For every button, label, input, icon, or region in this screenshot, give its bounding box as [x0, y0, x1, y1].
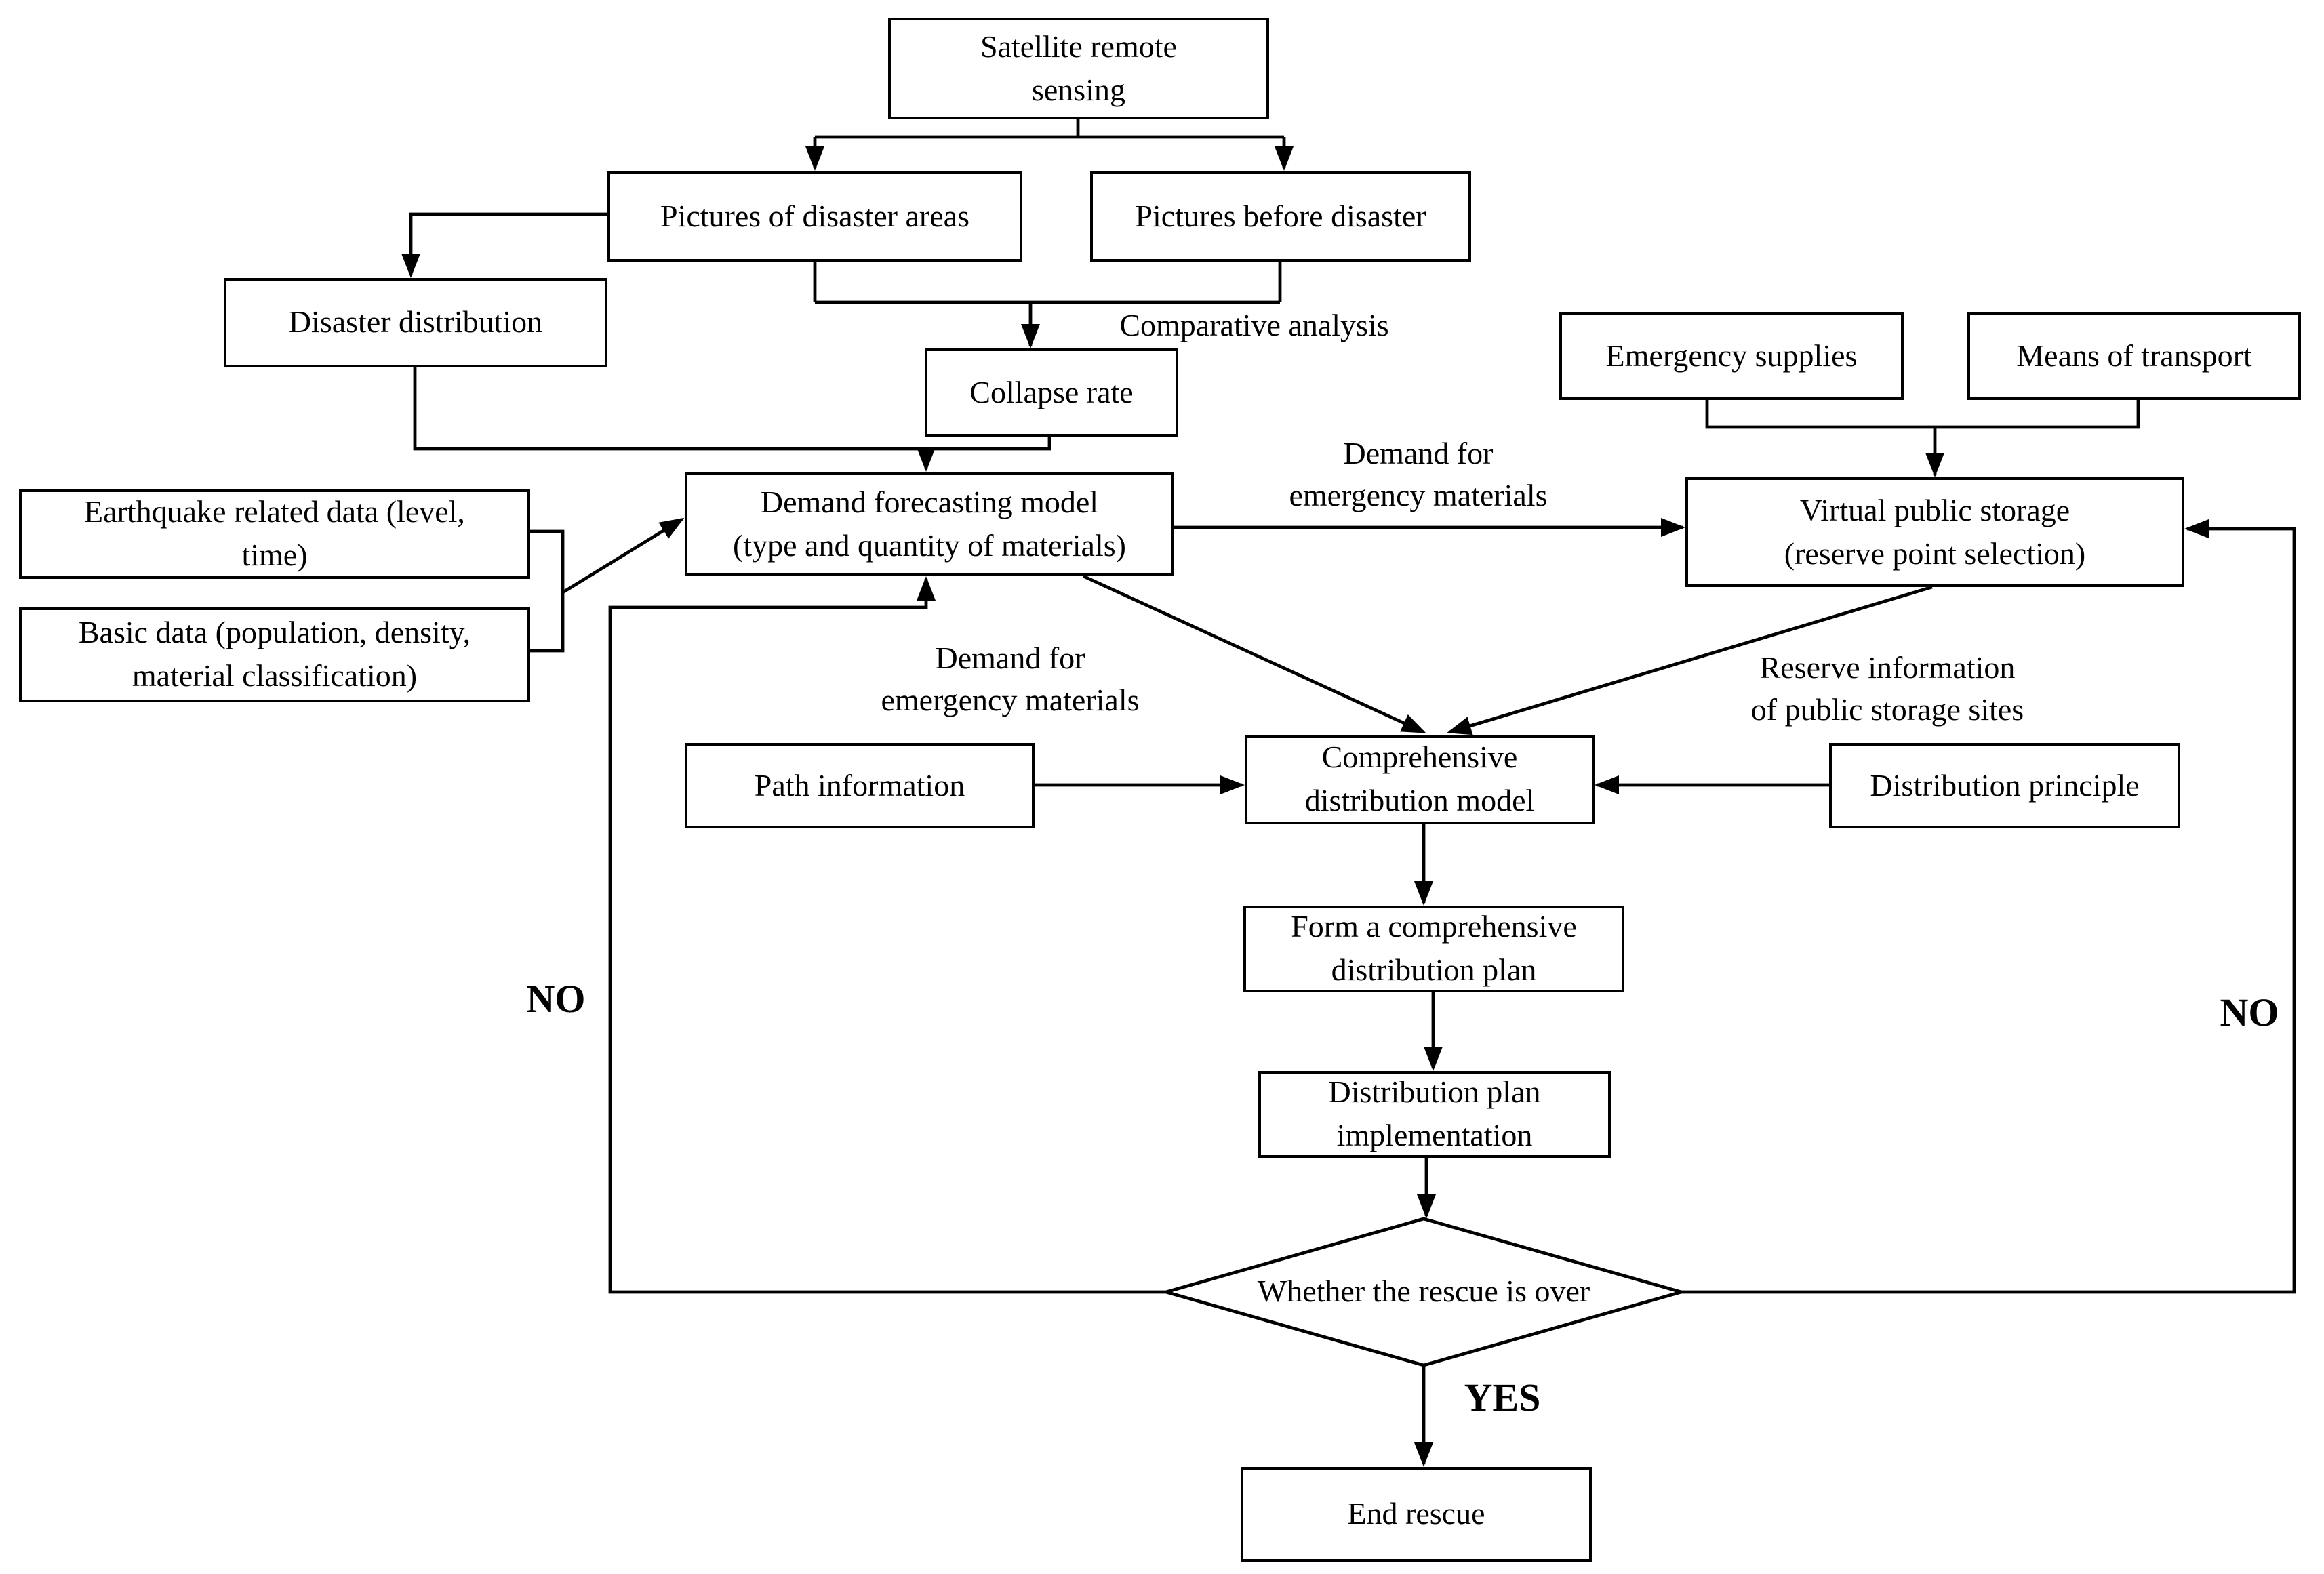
node-satellite-remote-sensing: Satellite remote sensing: [888, 18, 1269, 119]
node-label: Pictures before disaster: [1135, 199, 1426, 233]
edge-storage-diagonal: [1447, 585, 1933, 735]
node-label: Satellite remote sensing: [980, 29, 1177, 106]
node-label: Emergency supplies: [1605, 338, 1858, 373]
edge-label-demand-emergency-right: Demand for emergency materials: [1289, 436, 1548, 512]
edge-label-no-right: NO: [2220, 991, 2279, 1035]
node-label: Pictures of disaster areas: [660, 199, 969, 233]
edge-label-yes: YES: [1464, 1376, 1541, 1420]
node-means-of-transport: Means of transport: [1967, 312, 2301, 400]
node-label: Collapse rate: [969, 375, 1134, 409]
node-virtual-public-storage: Virtual public storage (reserve point se…: [1685, 477, 2184, 587]
node-demand-forecasting-model: Demand forecasting model (type and quant…: [685, 472, 1174, 576]
edge-pictures-to-disaster-distribution: [401, 212, 607, 278]
edge-label-no-left: NO: [526, 977, 586, 1022]
node-emergency-supplies: Emergency supplies: [1559, 312, 1904, 400]
node-collapse-rate: Collapse rate: [925, 348, 1178, 437]
node-end-rescue: End rescue: [1241, 1467, 1592, 1562]
edge-data-bracket: [529, 529, 565, 653]
node-path-information: Path information: [685, 743, 1035, 828]
node-label: Comprehensive distribution model: [1304, 740, 1535, 818]
node-label: Earthquake related data (level, time): [84, 495, 465, 572]
node-distribution-plan-implementation: Distribution plan implementation: [1258, 1071, 1611, 1158]
node-form-distribution-plan: Form a comprehensive distribution plan: [1243, 906, 1624, 992]
edge-collapse-elbow: [926, 437, 1051, 451]
node-distribution-principle: Distribution principle: [1829, 743, 2180, 828]
edge-disaster-distribution-elbow: [413, 367, 926, 451]
node-label: Distribution plan implementation: [1328, 1075, 1541, 1152]
node-label: Demand forecasting model (type and quant…: [733, 485, 1126, 562]
edge-data-to-demand: [561, 517, 685, 594]
node-pictures-of-disaster-areas: Pictures of disaster areas: [607, 171, 1022, 262]
node-label: Whether the rescue is over: [1257, 1274, 1590, 1309]
node-label: Means of transport: [2016, 338, 2252, 373]
edge-supplies-bracket: [1705, 400, 2140, 429]
edge-label-reserve-information: Reserve information of public storage si…: [1750, 650, 2024, 727]
node-label: Path information: [754, 768, 965, 803]
node-label: End rescue: [1347, 1497, 1485, 1531]
node-earthquake-related-data: Earthquake related data (level, time): [19, 489, 530, 579]
node-label: Distribution principle: [1870, 768, 2140, 803]
edge-no-right-loop: [1681, 519, 2296, 1294]
node-label: Form a comprehensive distribution plan: [1291, 910, 1577, 987]
node-basic-data: Basic data (population, density, materia…: [19, 607, 530, 702]
node-pictures-before-disaster: Pictures before disaster: [1090, 171, 1471, 262]
edge-no-left-loop: [608, 576, 1166, 1294]
node-comprehensive-distribution-model: Comprehensive distribution model: [1245, 735, 1595, 824]
edge-label-comparative-analysis: Comparative analysis: [1119, 308, 1389, 342]
node-label: Basic data (population, density, materia…: [78, 616, 471, 693]
edge-label-demand-emergency-left: Demand for emergency materials: [881, 641, 1140, 717]
node-disaster-distribution: Disaster distribution: [224, 278, 607, 367]
node-label: Virtual public storage (reserve point se…: [1784, 493, 2086, 570]
node-rescue-decision: Whether the rescue is over: [1193, 1254, 1654, 1330]
node-label: Disaster distribution: [288, 305, 543, 340]
edge-demand-diagonal: [1083, 574, 1426, 734]
